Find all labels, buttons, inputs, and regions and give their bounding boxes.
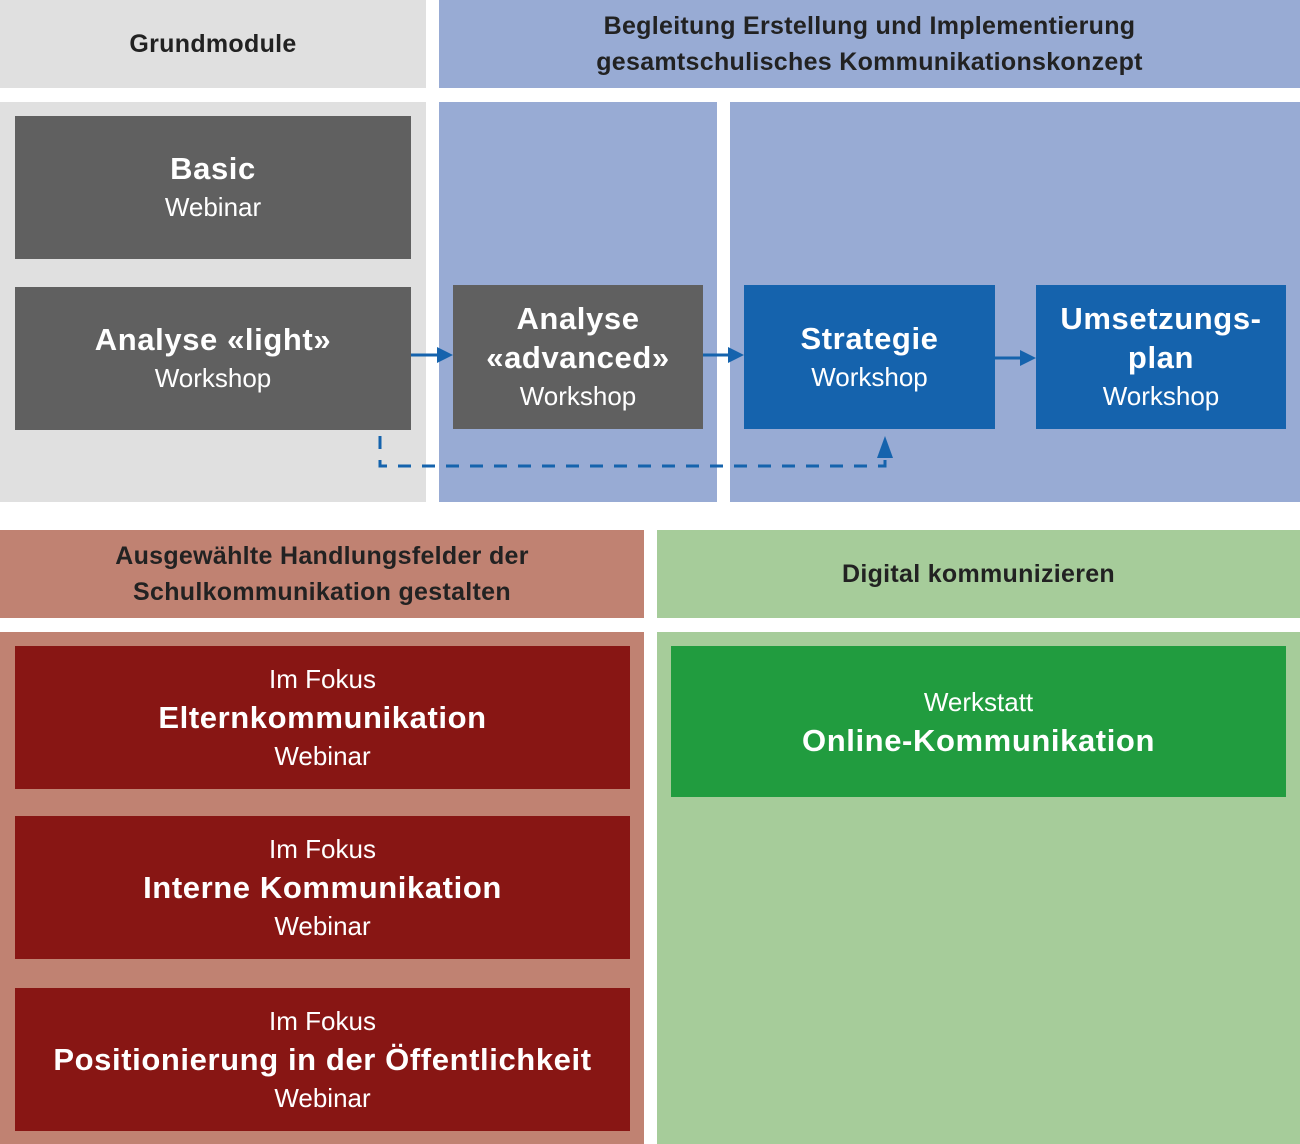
module-intern-format: Webinar xyxy=(274,911,371,941)
module-oeffentlichkeit-title: Positionierung in der Öffentlichkeit xyxy=(53,1042,592,1077)
header-digital: Digital kommunizieren xyxy=(657,530,1300,618)
header-grundmodule-label: Grundmodule xyxy=(129,30,297,58)
dashed-arrow-light-to-strategie xyxy=(378,436,893,468)
arrow-strategie-to-umsetzungsplan xyxy=(995,350,1036,366)
module-analyse-advanced-format: Workshop xyxy=(519,381,637,411)
header-handlungsfelder-line2: Schulkommunikation gestalten xyxy=(133,578,511,606)
module-strategie[interactable]: Strategie Workshop xyxy=(744,285,995,429)
module-basic-format: Webinar xyxy=(164,192,262,222)
module-strategie-format: Workshop xyxy=(811,361,928,392)
module-eltern-title: Elternkommunikation xyxy=(158,700,487,735)
module-positionierung[interactable]: Im Fokus Positionierung in der Öffentlic… xyxy=(15,988,630,1131)
module-umsetzungsplan-format: Workshop xyxy=(1102,381,1220,411)
module-analyse-advanced-title-line2: «advanced» xyxy=(486,340,670,375)
module-oeffentlichkeit-format: Webinar xyxy=(274,1083,371,1113)
module-analyse-advanced[interactable]: Analyse «advanced» Workshop xyxy=(453,285,703,429)
header-digital-label: Digital kommunizieren xyxy=(841,560,1115,588)
module-umsetzungsplan[interactable]: Umsetzungs- plan Workshop xyxy=(1036,285,1286,429)
module-interne-kommunikation[interactable]: Im Fokus Interne Kommunikation Webinar xyxy=(15,816,630,959)
flow-arrows xyxy=(378,347,1036,468)
module-basic[interactable]: Basic Webinar xyxy=(15,116,411,259)
header-handlungsfelder-line1: Ausgewählte Handlungsfelder der xyxy=(115,542,529,570)
module-elternkommunikation[interactable]: Im Fokus Elternkommunikation Webinar xyxy=(15,646,630,789)
module-analyse-advanced-title-line1: Analyse xyxy=(516,301,640,336)
header-begleitung-line1: Begleitung Erstellung und Implementierun… xyxy=(603,12,1136,40)
arrow-light-to-advanced xyxy=(411,347,453,363)
module-online-kommunikation[interactable]: Werkstatt Online-Kommunikation xyxy=(671,646,1286,797)
arrow-advanced-to-strategie xyxy=(703,347,744,363)
module-basic-title: Basic xyxy=(170,151,256,186)
module-umsetzungsplan-title-line2: plan xyxy=(1127,340,1195,375)
module-intern-title: Interne Kommunikation xyxy=(143,870,502,905)
module-analyse-light[interactable]: Analyse «light» Workshop xyxy=(15,287,411,430)
module-strategie-title: Strategie xyxy=(800,320,939,356)
module-eltern-pre: Im Fokus xyxy=(269,664,376,694)
module-analyse-light-format: Workshop xyxy=(154,363,272,393)
header-begleitung-line2: gesamtschulisches Kommunikationskonzept xyxy=(596,48,1143,76)
module-umsetzungsplan-title-line1: Umsetzungs- xyxy=(1060,301,1262,336)
module-analyse-light-title: Analyse «light» xyxy=(94,322,332,357)
module-intern-pre: Im Fokus xyxy=(269,834,376,864)
header-begleitung: Begleitung Erstellung und Implementierun… xyxy=(439,0,1300,88)
header-handlungsfelder: Ausgewählte Handlungsfelder der Schulkom… xyxy=(0,530,644,618)
header-grundmodule: Grundmodule xyxy=(0,0,426,88)
module-online-title: Online-Kommunikation xyxy=(802,723,1155,758)
module-online-pre: Werkstatt xyxy=(923,687,1034,717)
module-eltern-format: Webinar xyxy=(274,741,371,771)
module-oeffentlichkeit-pre: Im Fokus xyxy=(269,1006,376,1036)
